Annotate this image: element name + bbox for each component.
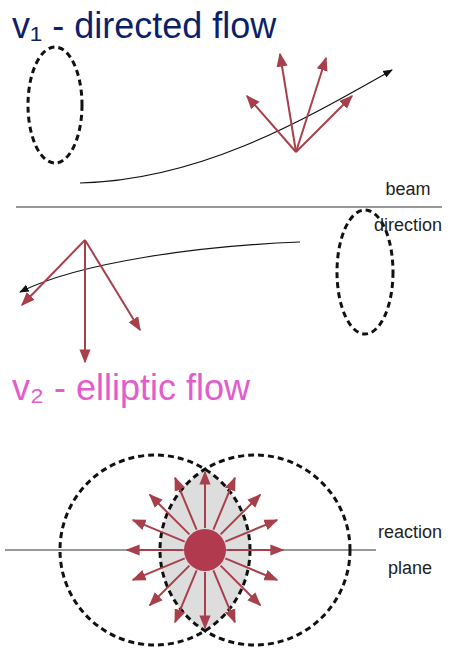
- axis-label: reaction plane: [366, 514, 454, 586]
- radial-arrows: [127, 472, 283, 628]
- fireball-dot: [184, 529, 226, 571]
- nucleus-outline: [160, 455, 350, 645]
- trajectory-arrow: [20, 242, 300, 292]
- nucleus-outline: [60, 455, 250, 645]
- axis-label: beam direction: [362, 171, 454, 243]
- nucleus-outline: [28, 47, 82, 163]
- section-heading: v₁ - directed flow: [12, 4, 276, 48]
- trajectory-arrow: [80, 70, 392, 183]
- beam-axis: [16, 207, 442, 208]
- emission-arrows: [22, 240, 140, 362]
- section-heading: v₂ - elliptic flow: [12, 366, 250, 410]
- emission-arrows: [247, 54, 352, 152]
